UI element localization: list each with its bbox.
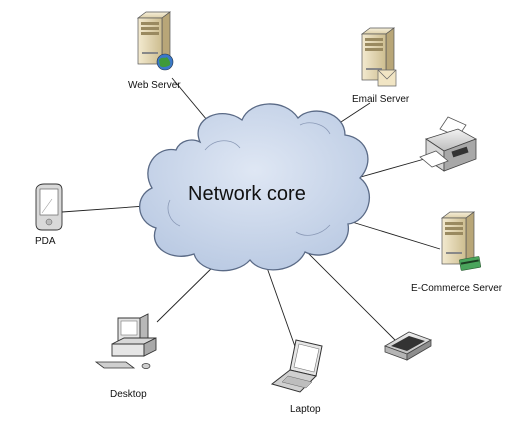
link-laptop bbox=[264, 261, 299, 356]
web-server-label: Web Server bbox=[128, 80, 181, 91]
laptop-icon bbox=[270, 339, 323, 393]
scanner-icon bbox=[384, 331, 432, 361]
email-server-icon bbox=[360, 27, 397, 87]
web-server-icon bbox=[136, 11, 174, 71]
ecommerce-server-icon bbox=[440, 211, 482, 271]
network-core-label: Network core bbox=[188, 183, 306, 205]
printer-icon bbox=[419, 116, 477, 172]
connection-lines bbox=[61, 77, 441, 356]
email-server-label: Email Server bbox=[352, 94, 410, 105]
link-ecommerce-server bbox=[351, 221, 441, 250]
network-cloud bbox=[139, 103, 370, 272]
pda-label: PDA bbox=[35, 236, 56, 247]
laptop-label: Laptop bbox=[290, 404, 321, 415]
pda-icon bbox=[35, 183, 63, 231]
link-scanner bbox=[299, 244, 396, 341]
desktop-label: Desktop bbox=[110, 389, 147, 400]
desktop-icon bbox=[94, 313, 157, 369]
ecommerce-server-label: E-Commerce Server bbox=[411, 283, 503, 294]
link-printer bbox=[349, 157, 429, 181]
